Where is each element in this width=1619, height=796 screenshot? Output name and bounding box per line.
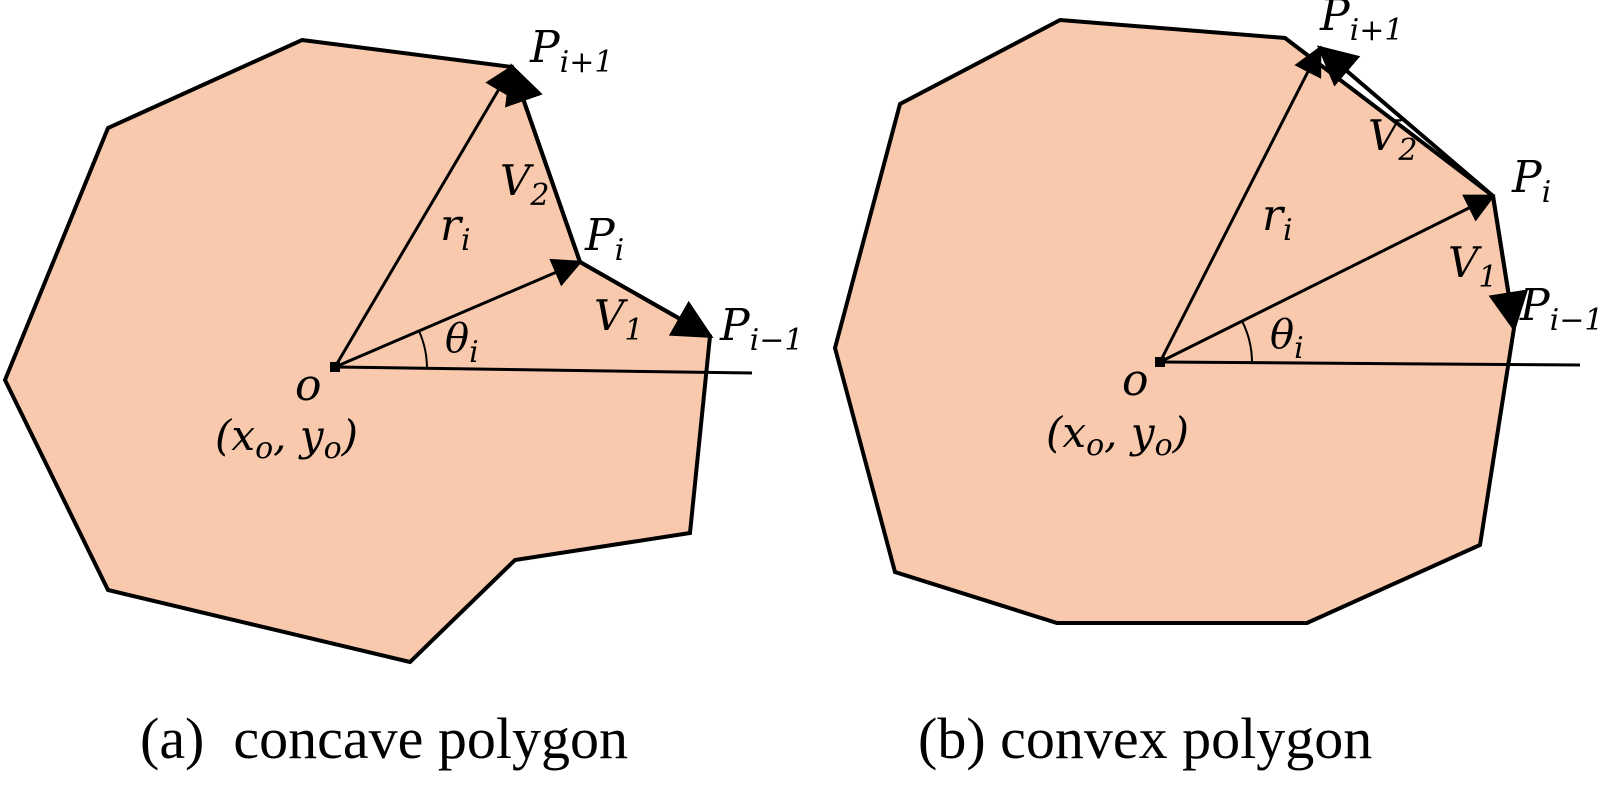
label-r-i: ri <box>440 200 471 258</box>
vector-v2 <box>504 63 582 263</box>
label-origin-coords: (xo, yo) <box>215 411 358 466</box>
vector-v1 <box>579 260 714 338</box>
origin-point-convex <box>1155 357 1165 367</box>
label-origin-o-convex: o <box>1122 355 1149 406</box>
label-r-i-convex: ri <box>1262 190 1293 248</box>
caption-concave-polygon: (a) concave polygon <box>140 706 628 771</box>
convex-polygon-shape <box>832 17 1517 625</box>
label-p-next: Pi+1 <box>529 22 613 80</box>
label-origin-o: o <box>295 360 322 411</box>
label-p-prev-convex: Pi−1 <box>1519 280 1603 338</box>
vector-v1-convex <box>1488 195 1529 332</box>
horizontal-reference-line-convex <box>1159 360 1581 367</box>
vector-v2-convex <box>1316 45 1495 198</box>
theta-arc-convex <box>1241 320 1254 364</box>
radius-r-i-convex <box>1158 45 1322 363</box>
label-v2: V2 <box>500 156 549 213</box>
concave-polygon-panel: Pi+1 Pi Pi−1 ri V2 V1 θi o (xo, yo) <box>2 22 803 665</box>
label-p-next-convex: Pi+1 <box>1319 0 1403 48</box>
concave-polygon-shape <box>2 37 713 665</box>
label-origin-coords-convex: (xo, yo) <box>1046 408 1189 463</box>
horizontal-reference-line <box>334 365 753 375</box>
radius-r-i <box>333 64 514 368</box>
label-p-i: Pi <box>584 210 624 268</box>
convex-polygon-panel: Pi+1 Pi Pi−1 ri V2 V1 θi o (xo, yo) <box>832 0 1603 625</box>
theta-arc <box>418 330 429 370</box>
label-v1-convex: V1 <box>1448 238 1497 295</box>
caption-convex-polygon: (b) convex polygon <box>918 706 1372 771</box>
label-p-i-convex: Pi <box>1511 152 1551 210</box>
vector-o-to-p-i-convex <box>1159 194 1496 364</box>
label-theta-i-convex: θi <box>1270 312 1304 366</box>
label-v1: V1 <box>594 291 643 348</box>
vector-o-to-p-i <box>334 258 583 369</box>
origin-point <box>330 362 340 372</box>
label-v2-convex: V2 <box>1368 111 1417 168</box>
label-theta-i: θi <box>445 316 479 370</box>
label-p-prev: Pi−1 <box>719 300 803 358</box>
